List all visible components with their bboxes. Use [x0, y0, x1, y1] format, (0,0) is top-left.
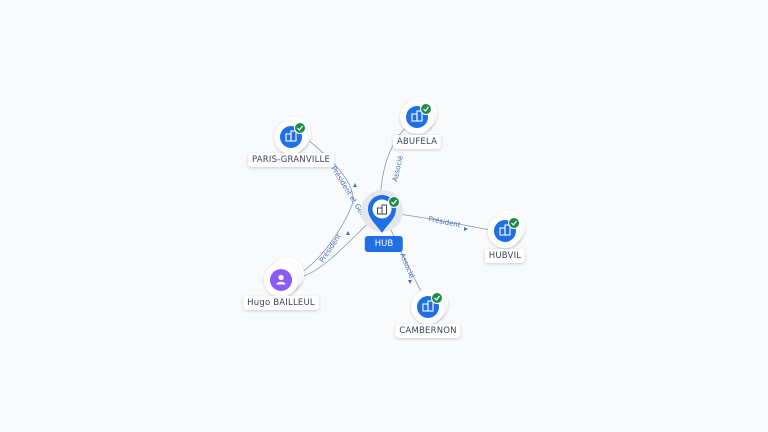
node-cambernon[interactable] — [411, 287, 448, 324]
edge-arrow — [353, 183, 357, 187]
edge-label-hub-cambernon: Associé — [398, 252, 415, 280]
check-badge-icon — [508, 217, 520, 229]
node-paris-granville[interactable] — [274, 117, 311, 154]
edge-label-hub-abufela: Associé — [391, 155, 405, 183]
edge-label-hub-hubvil: Président — [428, 215, 462, 229]
node-label-paris-granville[interactable]: PARIS-GRANVILLE — [247, 153, 335, 167]
building-icon — [499, 224, 511, 236]
building-icon — [411, 110, 423, 122]
node-abufela[interactable] — [400, 97, 437, 134]
edge-arrow — [346, 231, 350, 235]
node-hub[interactable] — [361, 190, 403, 233]
edge-arrows — [346, 134, 468, 284]
node-hubvil[interactable] — [488, 211, 525, 248]
node-label-hugo-bailleul[interactable]: Hugo BAILLEUL — [243, 296, 319, 310]
check-badge-icon — [388, 196, 400, 208]
node-label-abufela[interactable]: ABUFELA — [392, 135, 442, 149]
node-label-hubvil[interactable]: HUBVIL — [484, 249, 526, 263]
check-badge-icon — [294, 122, 306, 134]
person-icon — [276, 274, 286, 285]
edge-arrow — [408, 280, 412, 284]
check-badge-icon — [420, 103, 432, 115]
node-hugo-bailleul[interactable] — [264, 257, 304, 297]
building-icon — [377, 204, 387, 215]
node-label-hub[interactable]: HUB — [364, 236, 404, 252]
check-badge-icon — [431, 292, 443, 304]
edge-arrow — [464, 227, 468, 231]
building-icon — [422, 300, 434, 312]
building-icon — [285, 130, 297, 142]
node-label-cambernon[interactable]: CAMBERNON — [395, 324, 461, 338]
